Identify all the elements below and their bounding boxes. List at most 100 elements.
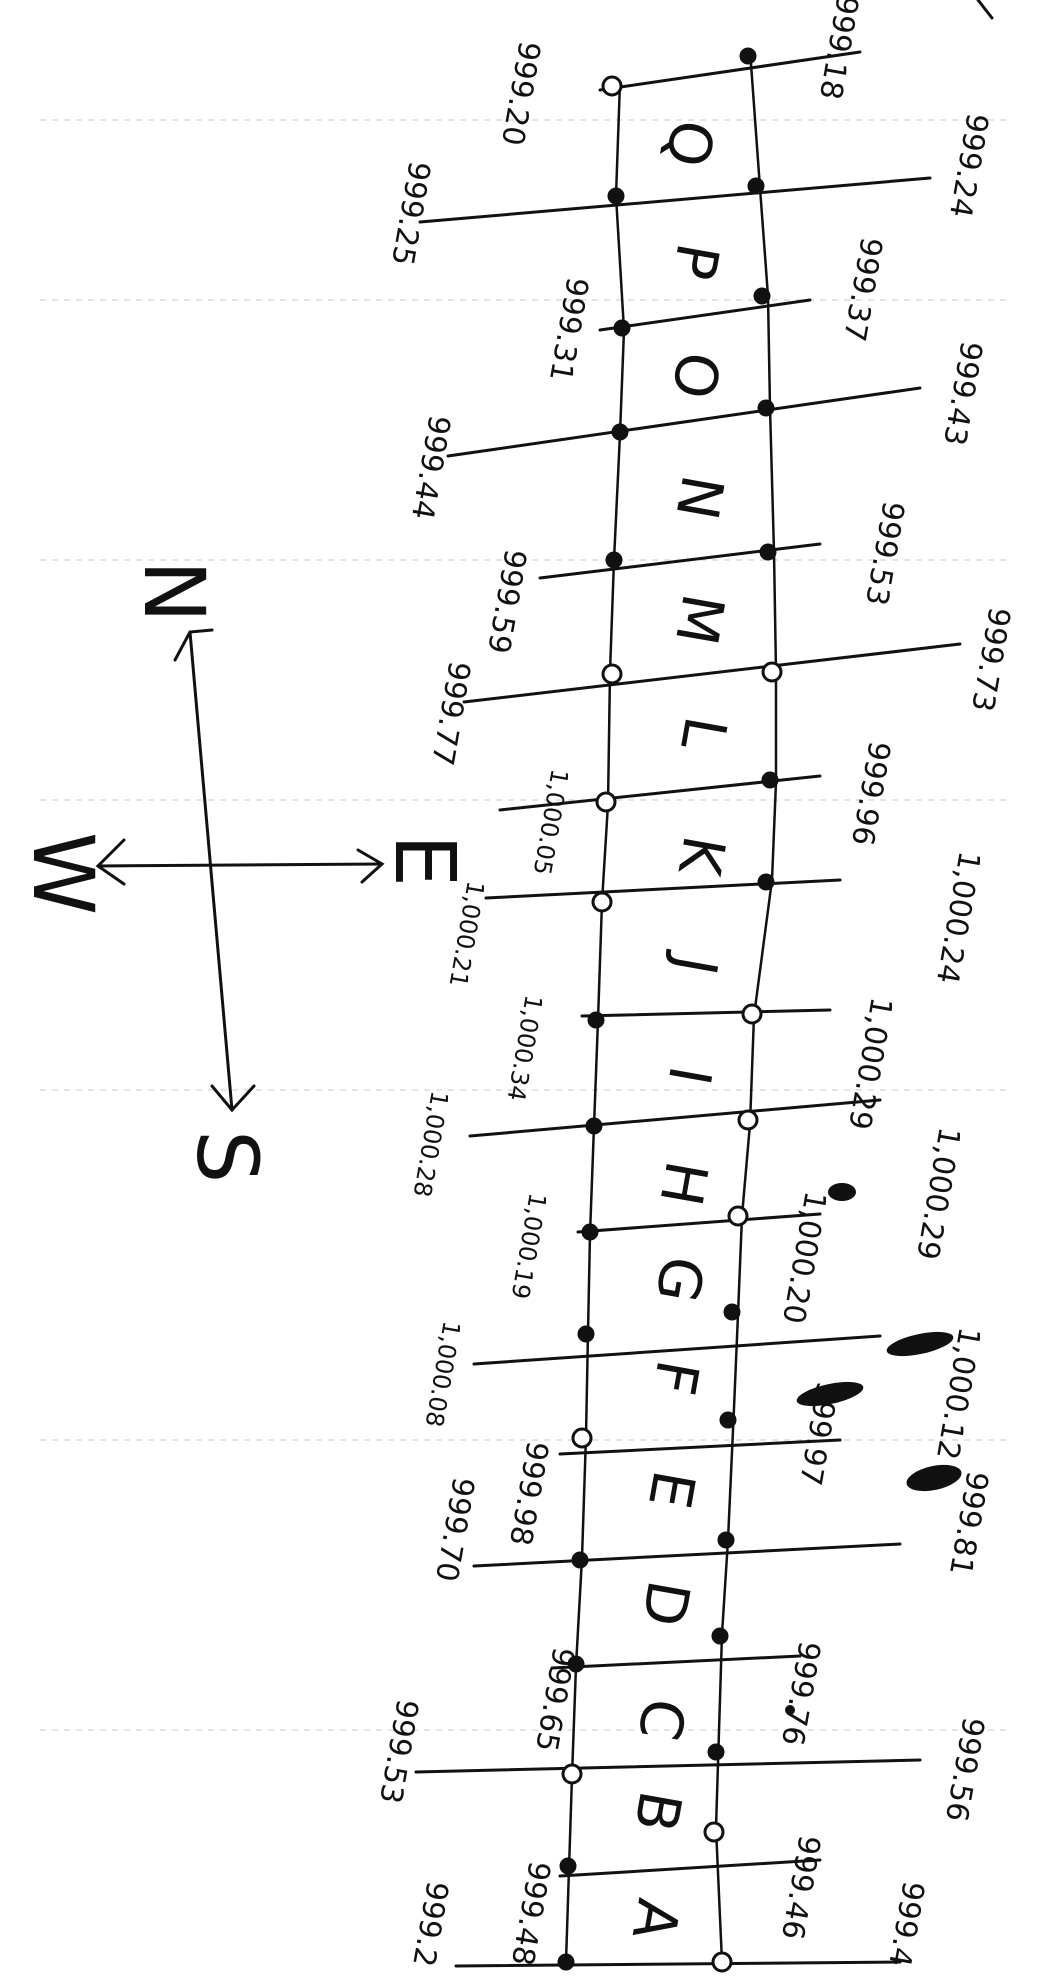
top-label-9: 999.46 <box>774 1833 827 1942</box>
cell-letter-d: D <box>628 1576 703 1632</box>
outer-left-label-4: 1,000.21 <box>444 879 490 989</box>
cross-line <box>472 1542 902 1568</box>
outer-left-label-2: 999.44 <box>404 413 457 522</box>
compass-east-label: E <box>376 834 474 887</box>
survey-node <box>727 1205 749 1227</box>
cell-letter-q: Q <box>652 115 727 172</box>
compass-west-label: W <box>14 832 112 915</box>
survey-node <box>611 423 629 441</box>
cross-line <box>580 1008 832 1018</box>
compass-north-label: N <box>125 560 223 623</box>
right-label-3: 999.73 <box>964 605 1017 714</box>
right-label-1: 999.24 <box>942 111 995 220</box>
compass-south-label: S <box>178 1130 276 1183</box>
cell-letter-c: C <box>625 1694 699 1746</box>
inner-left-label-3: 999.59 <box>480 547 533 656</box>
inner-left-label-9: 999.48 <box>504 1859 557 1968</box>
outer-left-label-8: 999.53 <box>372 1697 425 1806</box>
survey-node <box>605 551 623 569</box>
top-labels: 999.18 999.37 999.53 999.96 1,000.29 1,0… <box>774 0 911 1942</box>
dot-mark <box>785 1705 795 1715</box>
scribble-mark <box>796 1381 864 1407</box>
inner-left-labels: 999.20 999.31 999.59 1,000.05 1,000.34 1… <box>480 39 595 1968</box>
cell-letter-p: P <box>659 238 732 284</box>
survey-node <box>591 891 613 913</box>
west-arrow <box>95 838 126 886</box>
scribble-mark <box>906 1464 962 1492</box>
survey-node <box>717 1531 735 1549</box>
survey-node <box>723 1303 741 1321</box>
outer-left-labels: 999.25 999.44 999.77 1,000.21 1,000.28 1… <box>372 159 490 1970</box>
inner-left-label-6: 1,000.19 <box>506 1191 552 1301</box>
right-label-5: 1,000.29 <box>909 1125 967 1263</box>
top-label-6: 1,000.20 <box>775 1189 833 1327</box>
cross-line <box>462 642 962 704</box>
edge-mark <box>976 0 994 20</box>
survey-node <box>739 47 757 65</box>
survey-node <box>757 873 775 891</box>
top-label-3: 999.53 <box>858 499 911 608</box>
cell-letter-g: G <box>642 1251 717 1307</box>
cell-letter-m: M <box>662 589 738 650</box>
cross-line <box>414 1758 922 1774</box>
cell-letter-l: L <box>667 712 740 756</box>
top-label-4: 999.96 <box>844 739 897 848</box>
cross-line <box>558 1858 822 1878</box>
survey-node <box>761 661 783 683</box>
outer-left-label-7: 999.70 <box>428 1475 481 1584</box>
inner-left-label-2: 999.31 <box>542 275 595 384</box>
survey-node <box>613 319 631 337</box>
survey-node <box>601 663 623 685</box>
cell-letter-i: I <box>655 1061 725 1090</box>
cross-line <box>472 1334 882 1366</box>
survey-node <box>711 1627 729 1645</box>
survey-node <box>607 187 625 205</box>
survey-node <box>587 1011 605 1029</box>
survey-node <box>559 1857 577 1875</box>
top-label-2: 999.37 <box>836 235 889 344</box>
survey-node <box>741 1003 763 1025</box>
south-arrow <box>210 1084 256 1113</box>
survey-node <box>571 1551 589 1569</box>
outer-left-label-5: 1,000.28 <box>408 1089 454 1199</box>
survey-node <box>571 1427 593 1449</box>
cell-letter-k: K <box>665 831 739 882</box>
scribble-mark <box>828 1183 856 1201</box>
cross-line <box>538 542 822 580</box>
survey-node <box>737 1109 759 1131</box>
cross-line <box>484 878 842 900</box>
right-label-2: 999.43 <box>936 339 989 448</box>
right-label-4: 1,000.24 <box>929 849 987 987</box>
inner-left-label-1: 999.20 <box>494 39 547 148</box>
compass-ew-axis <box>96 862 384 868</box>
survey-node <box>601 75 623 97</box>
inner-left-label-4: 1,000.05 <box>528 767 574 877</box>
cross-line <box>418 176 932 224</box>
cell-letter-n: N <box>662 470 737 525</box>
cell-letter-f: F <box>639 1355 712 1400</box>
cell-letter-e: E <box>635 1466 708 1514</box>
survey-nodes <box>557 47 783 1973</box>
inner-left-label-5: 1,000.34 <box>502 993 548 1103</box>
survey-node <box>561 1763 583 1785</box>
cross-line <box>454 1960 902 1968</box>
cross-line <box>446 386 922 458</box>
cross-line <box>468 1098 882 1138</box>
survey-node <box>719 1411 737 1429</box>
east-arrow <box>356 848 385 884</box>
survey-node <box>557 1953 575 1971</box>
cell-letter-h: H <box>646 1156 721 1211</box>
outer-left-label-1: 999.25 <box>384 159 437 268</box>
survey-node <box>761 771 779 789</box>
outer-left-label-9: 999.2 <box>405 1879 454 1970</box>
outer-left-label-6: 1,000.08 <box>420 1319 466 1429</box>
cross-line <box>576 1212 822 1234</box>
background-grid <box>40 119 1010 1731</box>
top-label-5: 1,000.29 <box>841 995 899 1133</box>
survey-node <box>753 287 771 305</box>
cross-line <box>558 1438 842 1456</box>
survey-node <box>577 1325 595 1343</box>
survey-node <box>757 399 775 417</box>
cell-letter-a: A <box>619 1894 693 1945</box>
